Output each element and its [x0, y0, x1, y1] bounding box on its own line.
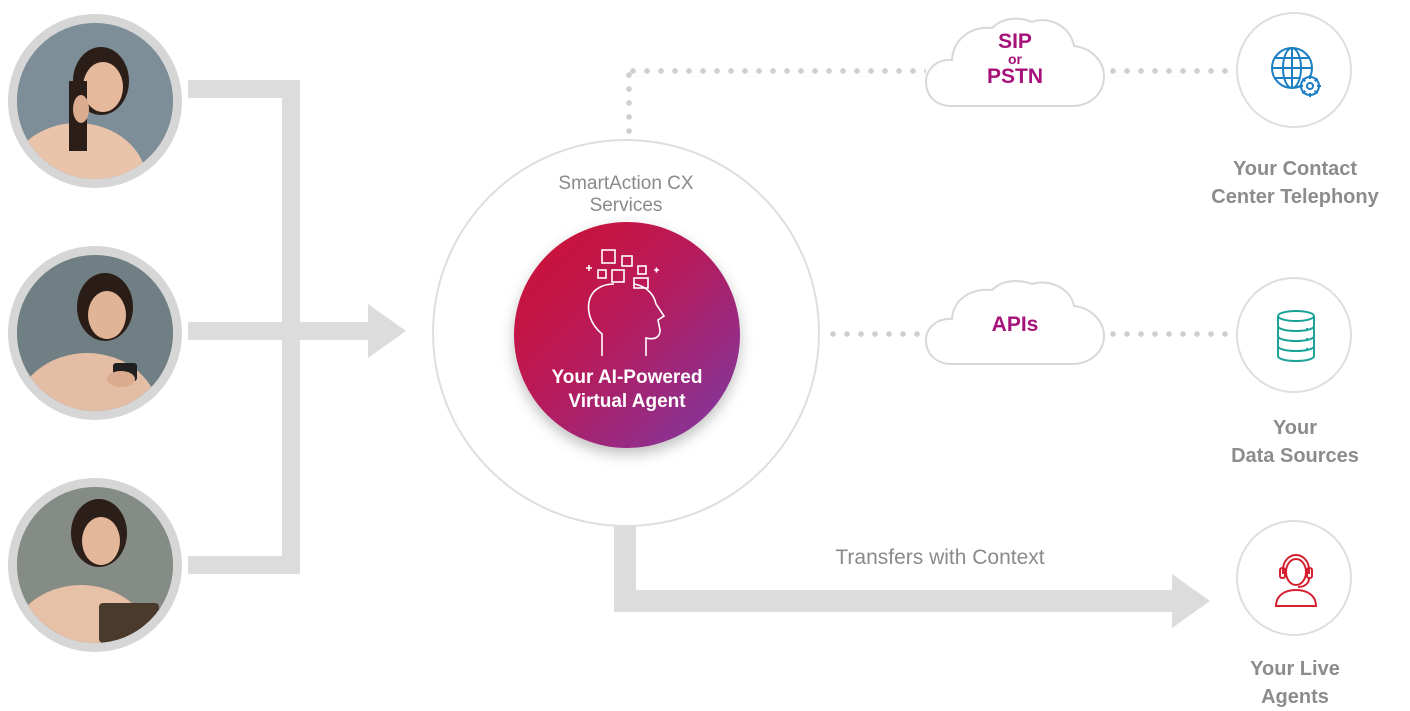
- services-title: SmartAction CX Services: [432, 173, 820, 217]
- ai-head-icon: [586, 249, 666, 356]
- services-title-line2: Services: [589, 195, 663, 216]
- data-sources-endpoint: [1236, 277, 1352, 393]
- dotted-connector-api-left: [826, 331, 926, 337]
- dotted-connector-telephony-right: [1106, 68, 1232, 74]
- api-cloud-icon: [924, 280, 1106, 365]
- transfer-label: Transfers with Context: [835, 546, 1045, 569]
- virtual-agent-label: Your AI-Powered Virtual Agent: [514, 366, 740, 414]
- dotted-connector-telephony-left: [626, 68, 926, 74]
- data-sources-label-line2: Data Sources: [1231, 445, 1359, 467]
- virtual-agent-label-line2: Virtual Agent: [568, 391, 686, 412]
- connector-bar-middle: [188, 322, 372, 340]
- connector-bar-top: [188, 80, 300, 98]
- customer-photo-phone-call: [8, 14, 182, 188]
- live-agents-label-line2: Agents: [1261, 686, 1329, 708]
- apis-label: APIs: [991, 313, 1039, 336]
- customer-photo-tablet: [8, 478, 182, 652]
- telephony-label: Your Contact Center Telephony: [1180, 155, 1410, 211]
- telephony-endpoint: [1236, 12, 1352, 128]
- telephony-label-line2: Center Telephony: [1211, 186, 1379, 208]
- live-agents-label: Your Live Agents: [1180, 655, 1410, 711]
- arrow-to-services-icon: [368, 304, 406, 358]
- database-icon: [1277, 310, 1315, 363]
- customer-photo-texting: [8, 246, 182, 420]
- sip-pstn-cloud-icon: [924, 17, 1106, 107]
- data-sources-label: Your Data Sources: [1180, 414, 1410, 470]
- globe-gear-icon: [1271, 47, 1321, 97]
- data-sources-label-line1: Your: [1272, 417, 1318, 439]
- live-agents-endpoint: [1236, 520, 1352, 636]
- dotted-connector-api-right: [1106, 331, 1232, 337]
- virtual-agent-disc: [514, 222, 740, 448]
- or-label: or: [1008, 51, 1022, 67]
- sip-label: SIP: [998, 30, 1032, 53]
- sip-pstn-label: SIP or PSTN: [972, 30, 1058, 88]
- headset-agent-icon: [1274, 553, 1318, 607]
- transfer-bar-vertical: [614, 520, 636, 612]
- connector-bar-bottom: [188, 556, 300, 574]
- transfer-bar-horizontal: [614, 590, 1174, 612]
- services-title-line1: SmartAction CX: [558, 173, 694, 194]
- live-agents-label-line1: Your Live: [1250, 658, 1340, 680]
- arrow-to-live-agents-icon: [1172, 574, 1210, 628]
- dotted-connector-up: [626, 68, 632, 138]
- telephony-label-line1: Your Contact: [1232, 158, 1358, 180]
- virtual-agent-label-line1: Your AI-Powered: [551, 367, 703, 388]
- pstn-label: PSTN: [986, 65, 1043, 88]
